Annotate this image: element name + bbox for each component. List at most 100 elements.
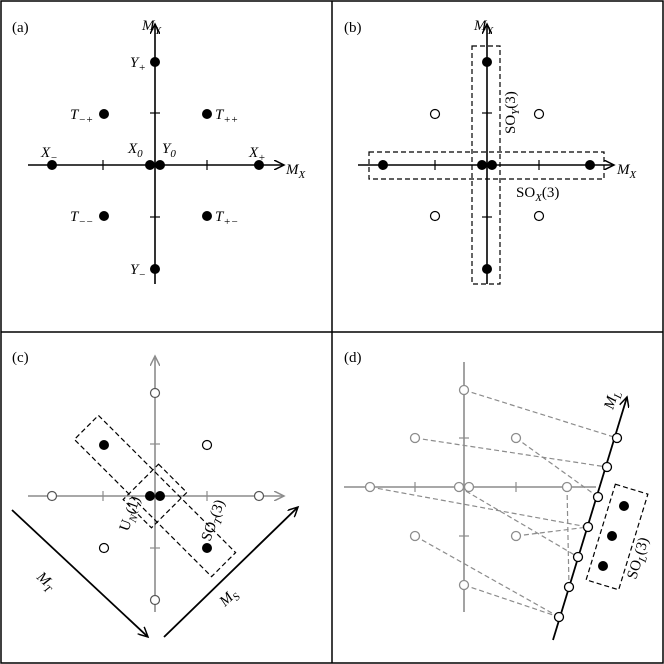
point — [99, 440, 109, 450]
label-t-minus-minus: T−− — [70, 209, 93, 228]
open-point — [201, 439, 213, 451]
axis-mt-arrow — [11, 509, 148, 637]
label-y0: Y0 — [162, 141, 176, 160]
open-point — [533, 108, 545, 120]
panel-d-gray-points — [364, 384, 573, 591]
panel-d-tag: (d) — [344, 350, 362, 366]
label-t-minus-plus: T−+ — [70, 107, 93, 126]
open-point — [510, 432, 522, 444]
open-point — [149, 387, 161, 399]
panel-b-tag: (b) — [344, 20, 362, 36]
panel-c-open-points-dark — [98, 439, 213, 554]
panel-a-point-labels: Y+ Y− X− X+ X0 Y0 T−+ T++ T−− T+− — [40, 55, 266, 281]
point-y-minus — [150, 264, 160, 274]
projection-line — [566, 486, 570, 588]
point — [155, 491, 165, 501]
open-point — [453, 481, 465, 493]
point — [585, 160, 595, 170]
projection-line — [463, 584, 560, 618]
panel-b-axis-y-label: MY — [473, 18, 495, 37]
open-point — [429, 108, 441, 120]
so-x-box — [368, 151, 605, 180]
projected-point — [582, 521, 594, 533]
so-l-label: SOL(3) — [625, 536, 656, 582]
un-box — [122, 463, 188, 529]
point — [202, 543, 212, 553]
projected-point — [572, 551, 584, 563]
so-t-label: SOT(3) — [199, 498, 231, 545]
panel-d-ticks — [414, 437, 517, 537]
point-t-minus-plus — [99, 109, 109, 119]
open-point — [46, 490, 58, 502]
panel-b-ticks — [434, 112, 540, 218]
projection-line — [458, 486, 579, 558]
panel-b: (b) MX MY SOY(3) SOX(3) — [344, 18, 638, 285]
so-l-box — [585, 483, 649, 591]
projection-line — [515, 526, 589, 537]
open-point — [429, 210, 441, 222]
point-t-plus-minus — [202, 211, 212, 221]
open-point — [409, 432, 421, 444]
projected-point — [592, 491, 604, 503]
projected-point — [611, 432, 623, 444]
open-point — [458, 384, 470, 396]
panel-c: (c) UN(1) SOT(3) — [11, 350, 298, 638]
projection-line — [414, 535, 560, 618]
axis-ms-arrow — [163, 507, 298, 638]
panel-a-tag: (a) — [12, 20, 29, 36]
panel-d-filled-points — [598, 501, 629, 571]
label-x-plus: X+ — [248, 145, 266, 164]
open-point — [149, 594, 161, 606]
axis-ms-label: MS — [216, 586, 243, 613]
panel-a-axis-y-label: MY — [141, 18, 163, 37]
panel-c-open-points — [46, 387, 265, 606]
axis-ml-label: ML — [601, 389, 625, 413]
projection-line — [463, 389, 618, 439]
open-point — [98, 542, 110, 554]
panel-c-ticks — [102, 443, 208, 549]
label-x0: X0 — [127, 141, 143, 160]
open-point — [533, 210, 545, 222]
projection-line — [369, 486, 589, 528]
point-x0 — [145, 160, 155, 170]
point — [145, 491, 155, 501]
panel-a-ticks — [102, 112, 208, 218]
point-x-minus — [47, 160, 57, 170]
projected-point — [553, 611, 565, 623]
open-point — [253, 490, 265, 502]
panel-c-tag: (c) — [12, 350, 29, 366]
point — [619, 501, 629, 511]
panel-a: (a) MX MY Y+ Y− X− X+ X0 Y0 T — [12, 18, 307, 284]
label-t-plus-plus: T++ — [215, 107, 238, 126]
panel-b-filled-points — [378, 57, 595, 274]
so-x-label: SOX(3) — [516, 185, 559, 204]
label-t-plus-minus: T+− — [215, 209, 238, 228]
point — [598, 561, 608, 571]
panel-d-projected-points — [553, 432, 623, 623]
projection-line — [414, 437, 608, 468]
point — [378, 160, 388, 170]
panel-a-axis-x-label: MX — [285, 162, 307, 181]
so-y-box — [471, 45, 501, 285]
open-point — [458, 579, 470, 591]
label-y-plus: Y+ — [130, 55, 146, 74]
point — [607, 531, 617, 541]
label-x-minus: X− — [40, 145, 58, 164]
panel-d-projections — [369, 389, 618, 618]
point — [482, 57, 492, 67]
panel-a-points — [47, 57, 264, 274]
panel-d: (d) ML — [344, 350, 656, 641]
point-y0 — [155, 160, 165, 170]
point-t-minus-minus — [99, 211, 109, 221]
open-point — [510, 530, 522, 542]
point-y-plus — [150, 57, 160, 67]
panel-c-filled-points — [99, 440, 212, 553]
open-point — [561, 481, 573, 493]
point — [482, 264, 492, 274]
point-x-plus — [254, 160, 264, 170]
projected-point — [601, 461, 613, 473]
projection-line — [515, 437, 599, 498]
point-t-plus-plus — [202, 109, 212, 119]
